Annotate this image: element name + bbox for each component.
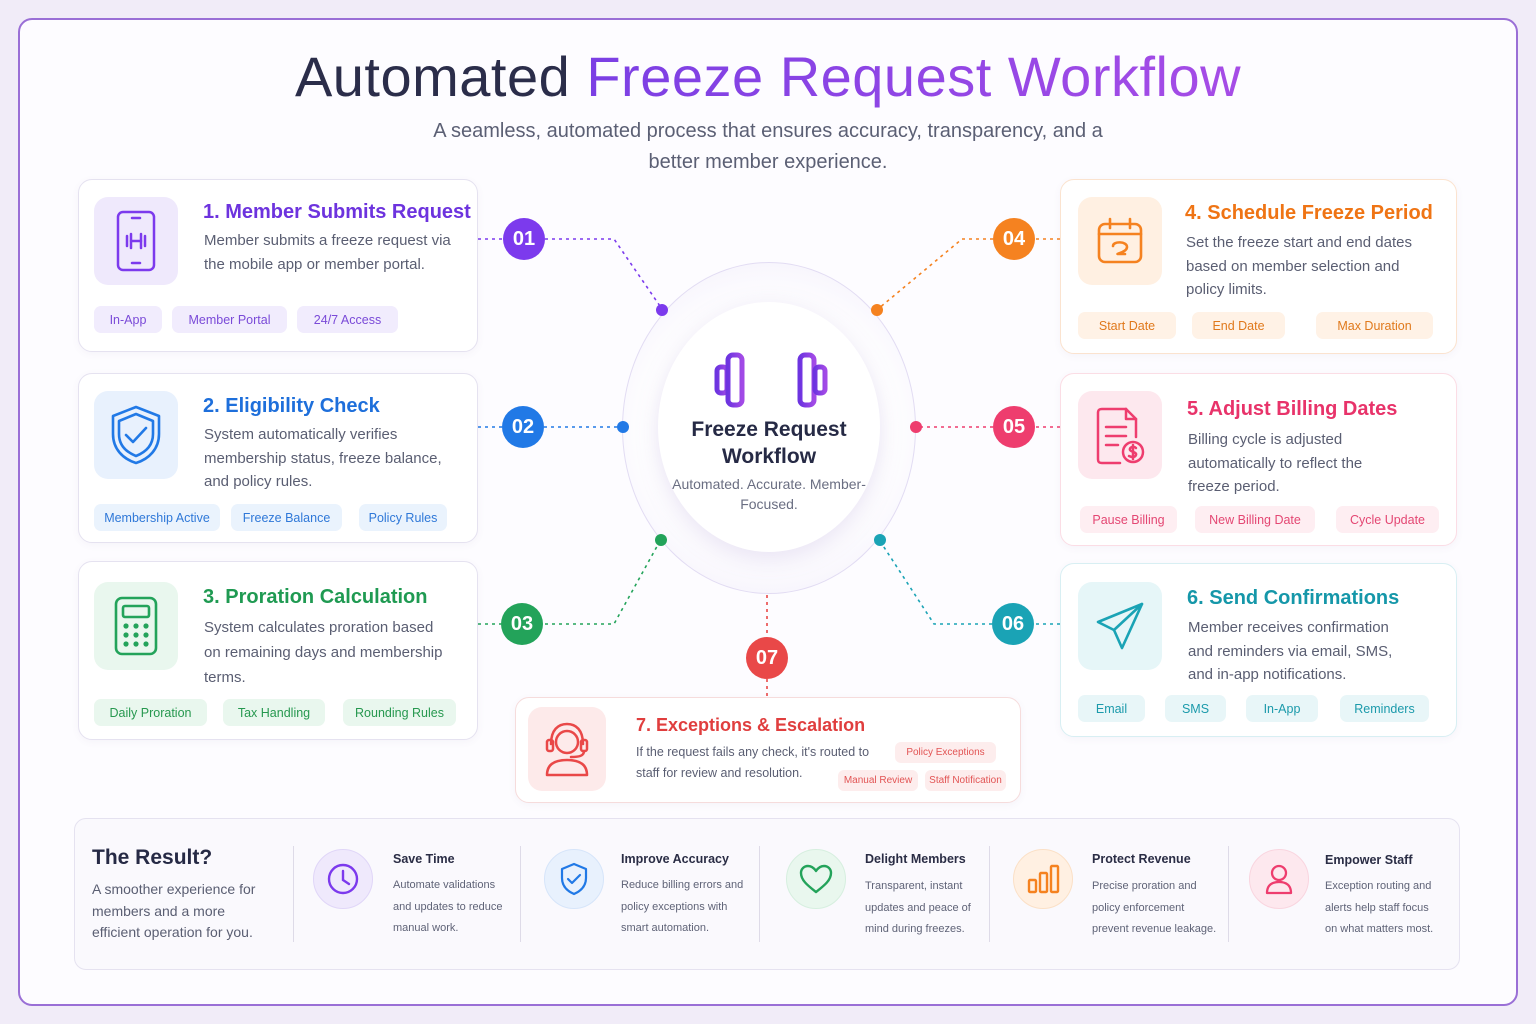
step-tag: Start Date [1078, 312, 1176, 339]
page-title: Automated Freeze Request Workflow [294, 45, 1242, 108]
step-number-badge: 04 [993, 218, 1035, 260]
hub-subtitle: Automated. Accurate. Member-Focused. [672, 476, 866, 512]
step-tag: Reminders [1340, 695, 1429, 722]
step-number-badge: 02 [502, 406, 544, 448]
result-item-description: Transparent, instant updates and peace o… [865, 880, 971, 935]
result-item-title: Improve Accuracy [621, 852, 729, 866]
step-tag: Daily Proration [94, 699, 207, 726]
bar-chart-icon [1013, 849, 1073, 909]
step-title: 4. Schedule Freeze Period [1185, 202, 1433, 224]
result-item-description: Automate validations and updates to redu… [393, 879, 503, 934]
hub-title: Freeze Request Workflow [691, 418, 847, 468]
step-title: 2. Eligibility Check [203, 395, 380, 417]
junction-dot [910, 421, 922, 433]
step-description: If the request fails any check, it's rou… [636, 745, 870, 780]
step-number-badge: 01 [503, 218, 545, 260]
step-description: Member receives confirmation and reminde… [1188, 619, 1393, 683]
headset-agent-icon [528, 707, 606, 791]
divider [989, 846, 990, 942]
step-tag: Membership Active [94, 504, 220, 531]
user-icon [1249, 849, 1309, 909]
invoice-dollar-icon [1078, 391, 1162, 479]
result-item-title: Protect Revenue [1092, 852, 1191, 866]
heart-icon [786, 849, 846, 909]
step-tag: New Billing Date [1195, 506, 1315, 533]
junction-dot [656, 304, 668, 316]
divider [1228, 846, 1229, 942]
step-tag: Tax Handling [223, 699, 325, 726]
step-title: 3. Proration Calculation [203, 586, 428, 608]
junction-dot [874, 534, 886, 546]
step-tag: Policy Rules [359, 504, 447, 531]
shield-check-icon [94, 391, 178, 479]
hub-center [658, 302, 880, 552]
step-number-badge: 03 [501, 603, 543, 645]
step-tag: Staff Notification [925, 770, 1006, 791]
step-title: 5. Adjust Billing Dates [1187, 398, 1398, 420]
divider [520, 846, 521, 942]
result-item-description: Precise proration and policy enforcement… [1092, 880, 1217, 935]
step-description: Member submits a freeze request via the … [204, 232, 451, 273]
step-title: 7. Exceptions & Escalation [636, 715, 866, 735]
page-subtitle: A seamless, automated process that ensur… [433, 120, 1103, 173]
step-tag: Rounding Rules [343, 699, 456, 726]
step-number-badge: 06 [992, 603, 1034, 645]
result-title: The Result? [92, 846, 213, 869]
result-item-description: Exception routing and alerts help staff … [1325, 880, 1434, 935]
step-tag: SMS [1165, 695, 1226, 722]
divider [759, 846, 760, 942]
result-item-title: Empower Staff [1325, 853, 1413, 867]
step-tag: Email [1078, 695, 1145, 722]
calculator-icon [94, 582, 178, 670]
step-description: System automatically verifies membership… [204, 426, 442, 490]
step-number-badge: 05 [993, 406, 1035, 448]
junction-dot [655, 534, 667, 546]
step-tag: Cycle Update [1336, 506, 1439, 533]
mobile-phone-icon [94, 197, 178, 285]
step-title: 1. Member Submits Request [203, 201, 471, 223]
calendar-icon [1078, 197, 1162, 285]
step-tag: In-App [94, 306, 162, 333]
paper-plane-icon [1078, 582, 1162, 670]
junction-dot [617, 421, 629, 433]
step-tag: Member Portal [172, 306, 287, 333]
result-panel [74, 818, 1460, 970]
step-tag: Policy Exceptions [895, 742, 996, 763]
result-description: A smoother experience for members and a … [92, 881, 256, 940]
step-title: 6. Send Confirmations [1187, 587, 1400, 609]
step-description: Set the freeze start and end dates based… [1186, 234, 1412, 298]
result-item-title: Save Time [393, 852, 455, 866]
divider [293, 846, 294, 942]
step-tag: In-App [1246, 695, 1318, 722]
step-tag: Pause Billing [1080, 506, 1177, 533]
result-item-description: Reduce billing errors and policy excepti… [621, 879, 744, 934]
dumbbell-icon [714, 350, 828, 415]
step-tag: Manual Review [838, 770, 918, 791]
step-number-badge: 07 [746, 637, 788, 679]
step-tag: 24/7 Access [297, 306, 398, 333]
shield-check-icon [544, 849, 604, 909]
step-tag: End Date [1192, 312, 1285, 339]
junction-dot [871, 304, 883, 316]
clock-icon [313, 849, 373, 909]
step-description: Billing cycle is adjusted automatically … [1188, 431, 1363, 495]
step-tag: Max Duration [1316, 312, 1433, 339]
result-item-title: Delight Members [865, 852, 966, 866]
step-tag: Freeze Balance [231, 504, 342, 531]
step-description: System calculates proration based on rem… [204, 619, 443, 686]
